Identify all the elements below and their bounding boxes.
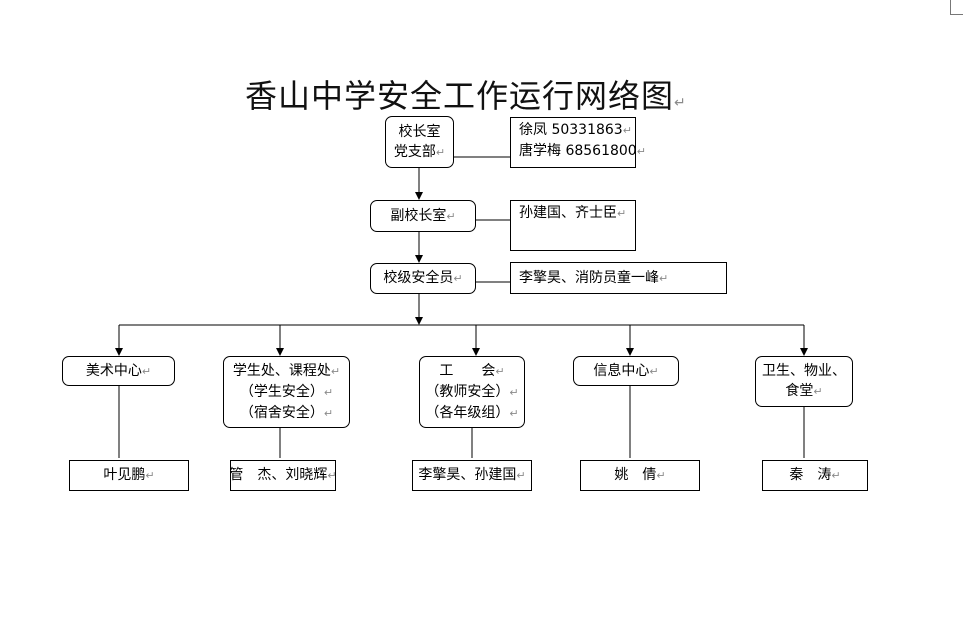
page-corner-mark	[950, 14, 963, 15]
dept-info-center-box: 信息中心↵	[573, 356, 679, 386]
vice-principal-label: 副校长室↵	[390, 207, 456, 224]
principal-label-line2: 党支部↵	[393, 143, 446, 160]
dept-label-line: 卫生、物业、	[762, 363, 846, 379]
dept-union-box: 工 会↵ （教师安全）↵ （各年级组）↵	[419, 356, 525, 428]
dept-label-line: 美术中心↵	[85, 362, 152, 379]
page-corner-mark	[950, 0, 951, 14]
person-box-art-center: 叶见鹏↵	[69, 460, 189, 491]
principal-label-line1: 校长室	[398, 123, 441, 140]
dept-label-line: 工 会↵	[439, 362, 505, 379]
diagram-title: 香山中学安全工作运行网络图↵	[245, 74, 687, 125]
safety-officer-contacts: 李擎昊、消防员童一峰↵	[519, 270, 669, 286]
person-box-student-affairs: 管 杰、刘晓辉↵	[229, 460, 337, 491]
safety-officer-contacts-box: 李擎昊、消防员童一峰↵	[510, 262, 727, 294]
person-box-health-property: 秦 涛↵	[762, 460, 868, 491]
dept-health-property-box: 卫生、物业、 食堂↵	[755, 356, 853, 407]
vice-principal-box: 副校长室↵	[370, 200, 476, 232]
dept-label-line: （学生安全）↵	[239, 383, 334, 400]
person-name: 李擎昊、孙建国↵	[418, 467, 526, 483]
person-name: 管 杰、刘晓辉↵	[229, 467, 337, 483]
dept-student-affairs-box: 学生处、课程处↵ （学生安全）↵ （宿舍安全）↵	[223, 356, 350, 428]
vice-principal-contacts-box: 孙建国、齐士臣↵	[510, 200, 636, 251]
person-name: 姚 倩↵	[614, 467, 666, 483]
person-name: 叶见鹏↵	[103, 467, 155, 483]
person-box-union: 李擎昊、孙建国↵	[412, 460, 532, 491]
safety-officer-label: 校级安全员↵	[383, 270, 463, 286]
title-text: 香山中学安全工作运行网络图	[245, 77, 675, 115]
dept-label-line: 信息中心↵	[593, 362, 659, 379]
principal-box: 校长室 党支部↵	[385, 116, 454, 168]
principal-contacts-box: 徐凤 50331863↵ 唐学梅 68561800↵	[510, 117, 646, 168]
person-name: 秦 涛↵	[789, 467, 841, 483]
dept-label-line: 食堂↵	[785, 383, 823, 399]
principal-contact-1: 徐凤 50331863↵	[519, 122, 632, 138]
dept-label-line: （教师安全）↵	[425, 383, 519, 400]
dept-label-line: 学生处、课程处↵	[232, 362, 341, 379]
safety-officer-box: 校级安全员↵	[370, 263, 476, 294]
dept-art-center-box: 美术中心↵	[62, 356, 175, 386]
principal-contact-2: 唐学梅 68561800↵	[519, 143, 646, 159]
dept-label-line: （各年级组）↵	[425, 404, 519, 421]
person-box-info-center: 姚 倩↵	[580, 460, 700, 491]
dept-label-line: （宿舍安全）↵	[239, 404, 334, 421]
paragraph-mark: ↵	[674, 95, 687, 111]
vice-principal-contacts: 孙建国、齐士臣↵	[519, 205, 627, 221]
